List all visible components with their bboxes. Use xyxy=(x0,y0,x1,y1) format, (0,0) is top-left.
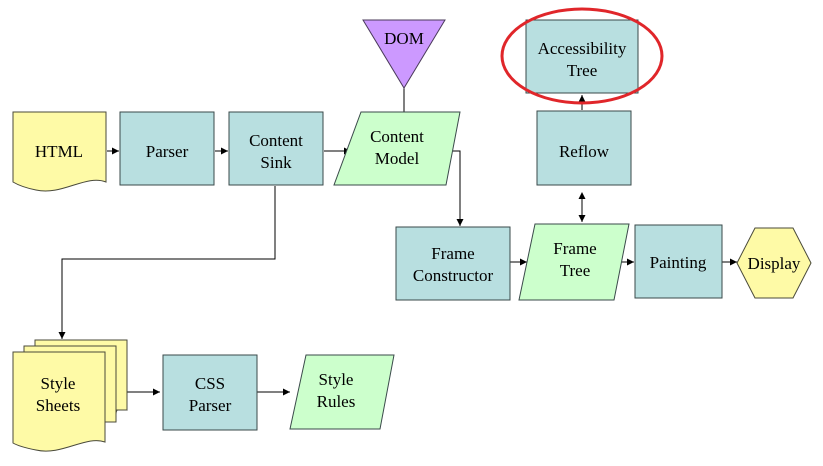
css-parser-label-1: CSS xyxy=(195,374,225,393)
content-model-label-2: Model xyxy=(375,149,420,168)
process-box xyxy=(536,110,632,186)
parser-label: Parser xyxy=(146,142,189,161)
data-shape xyxy=(289,354,395,430)
painting-label: Painting xyxy=(650,253,707,272)
dom-label: DOM xyxy=(384,29,424,48)
frame-tree-label-2: Tree xyxy=(560,261,591,280)
accessibility-label-2: Tree xyxy=(567,61,598,80)
process-box xyxy=(634,224,723,299)
node-content-model: Content Model xyxy=(333,111,461,186)
accessibility-label-1: Accessibility xyxy=(538,39,627,58)
style-rules-label-1: Style xyxy=(319,370,354,389)
document-front xyxy=(12,351,106,452)
node-style-sheets: Style Sheets xyxy=(12,339,128,452)
node-frame-constructor: Frame Constructor xyxy=(395,226,511,301)
node-display: Display xyxy=(736,227,812,299)
style-sheets-label-2: Sheets xyxy=(36,396,80,415)
document-shape xyxy=(12,111,107,192)
process-box xyxy=(395,226,511,301)
frame-constructor-label-2: Constructor xyxy=(413,266,494,285)
display-label: Display xyxy=(748,254,801,273)
process-box xyxy=(228,111,324,186)
node-accessibility-tree: Accessibility Tree xyxy=(500,7,664,105)
triangle-shape xyxy=(362,19,446,89)
content-sink-label-2: Sink xyxy=(260,153,292,172)
frame-tree-label-1: Frame xyxy=(553,239,596,258)
html-label: HTML xyxy=(35,142,83,161)
frame-constructor-label-1: Frame xyxy=(431,244,474,263)
hexagon-shape xyxy=(736,227,812,299)
content-sink-label-1: Content xyxy=(249,131,303,150)
node-frame-tree: Frame Tree xyxy=(518,223,630,301)
data-shape xyxy=(518,223,630,301)
node-style-rules: Style Rules xyxy=(289,354,395,430)
node-dom: DOM xyxy=(362,19,446,89)
style-sheets-label-1: Style xyxy=(41,374,76,393)
process-box xyxy=(525,19,639,94)
reflow-label: Reflow xyxy=(559,142,610,161)
process-box xyxy=(162,354,258,431)
node-parser: Parser xyxy=(119,111,215,186)
node-painting: Painting xyxy=(634,224,723,299)
node-reflow: Reflow xyxy=(536,110,632,186)
arrow-sink-stylesheets xyxy=(58,186,276,339)
css-parser-label-2: Parser xyxy=(189,396,232,415)
data-shape xyxy=(333,111,461,186)
node-css-parser: CSS Parser xyxy=(162,354,258,431)
content-model-label-1: Content xyxy=(370,127,424,146)
style-rules-label-2: Rules xyxy=(317,392,356,411)
node-html: HTML xyxy=(12,111,107,192)
node-content-sink: Content Sink xyxy=(228,111,324,186)
highlight-circle xyxy=(500,7,664,105)
process-box xyxy=(119,111,215,186)
